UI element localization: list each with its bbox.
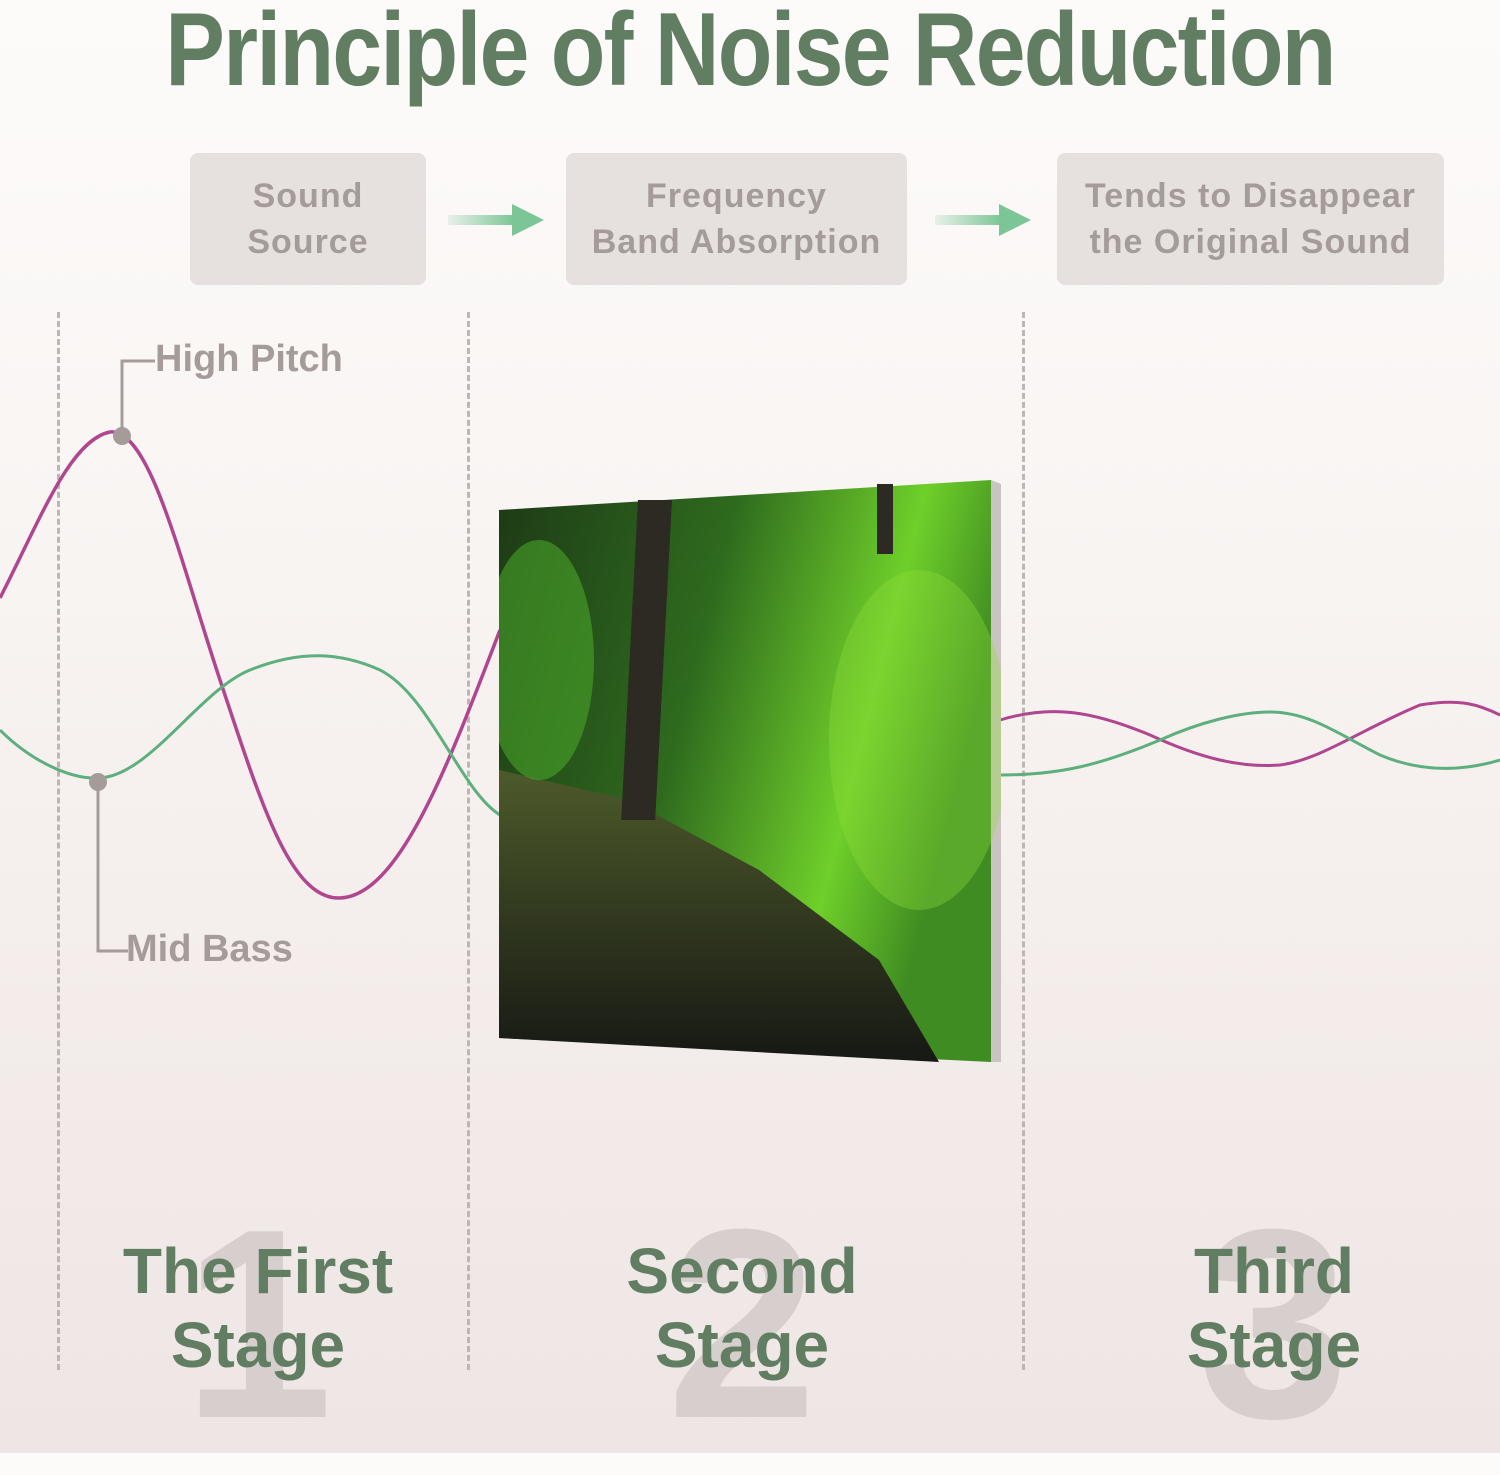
stage-title: Third <box>1194 1235 1354 1307</box>
step-line: Sound <box>252 177 364 215</box>
step-line: Source <box>247 223 369 261</box>
stage-divider <box>57 312 60 1370</box>
stage-title: Second <box>626 1235 858 1307</box>
step-line: Tends to Disappear <box>1085 177 1416 215</box>
right-arrow-icon <box>935 202 1031 238</box>
high-pitch-label: High Pitch <box>155 338 343 380</box>
step-line: the Original Sound <box>1089 223 1412 261</box>
stage-divider <box>467 312 470 1370</box>
step-disappear-original-sound: Tends to Disappear the Original Sound <box>1057 153 1444 285</box>
high-pitch-wave-reduced <box>999 700 1500 767</box>
stage-number: 1 <box>182 1174 334 1475</box>
stage-number: 2 <box>666 1174 818 1475</box>
high-pitch-wave <box>0 430 502 900</box>
step-line: Band Absorption <box>591 223 882 261</box>
stage-divider <box>1022 312 1025 1370</box>
high-pitch-point <box>113 427 131 445</box>
mid-bass-leader <box>96 782 128 953</box>
stage-title: The First <box>122 1235 394 1307</box>
step-line: Frequency <box>646 177 827 215</box>
page-title: Principle of Noise Reduction <box>165 0 1336 108</box>
high-pitch-leader <box>120 359 155 432</box>
stage-number: 3 <box>1198 1174 1350 1475</box>
mid-bass-label: Mid Bass <box>126 928 293 970</box>
right-arrow-icon <box>448 202 544 238</box>
stage-title: Stage <box>654 1309 830 1381</box>
forest-acoustic-panel <box>499 480 1001 1062</box>
stage-title: Stage <box>1186 1309 1362 1381</box>
stage-title: Stage <box>170 1309 346 1381</box>
mid-bass-wave-reduced <box>999 710 1500 777</box>
mid-bass-wave <box>0 654 501 817</box>
mid-bass-point <box>89 773 107 791</box>
